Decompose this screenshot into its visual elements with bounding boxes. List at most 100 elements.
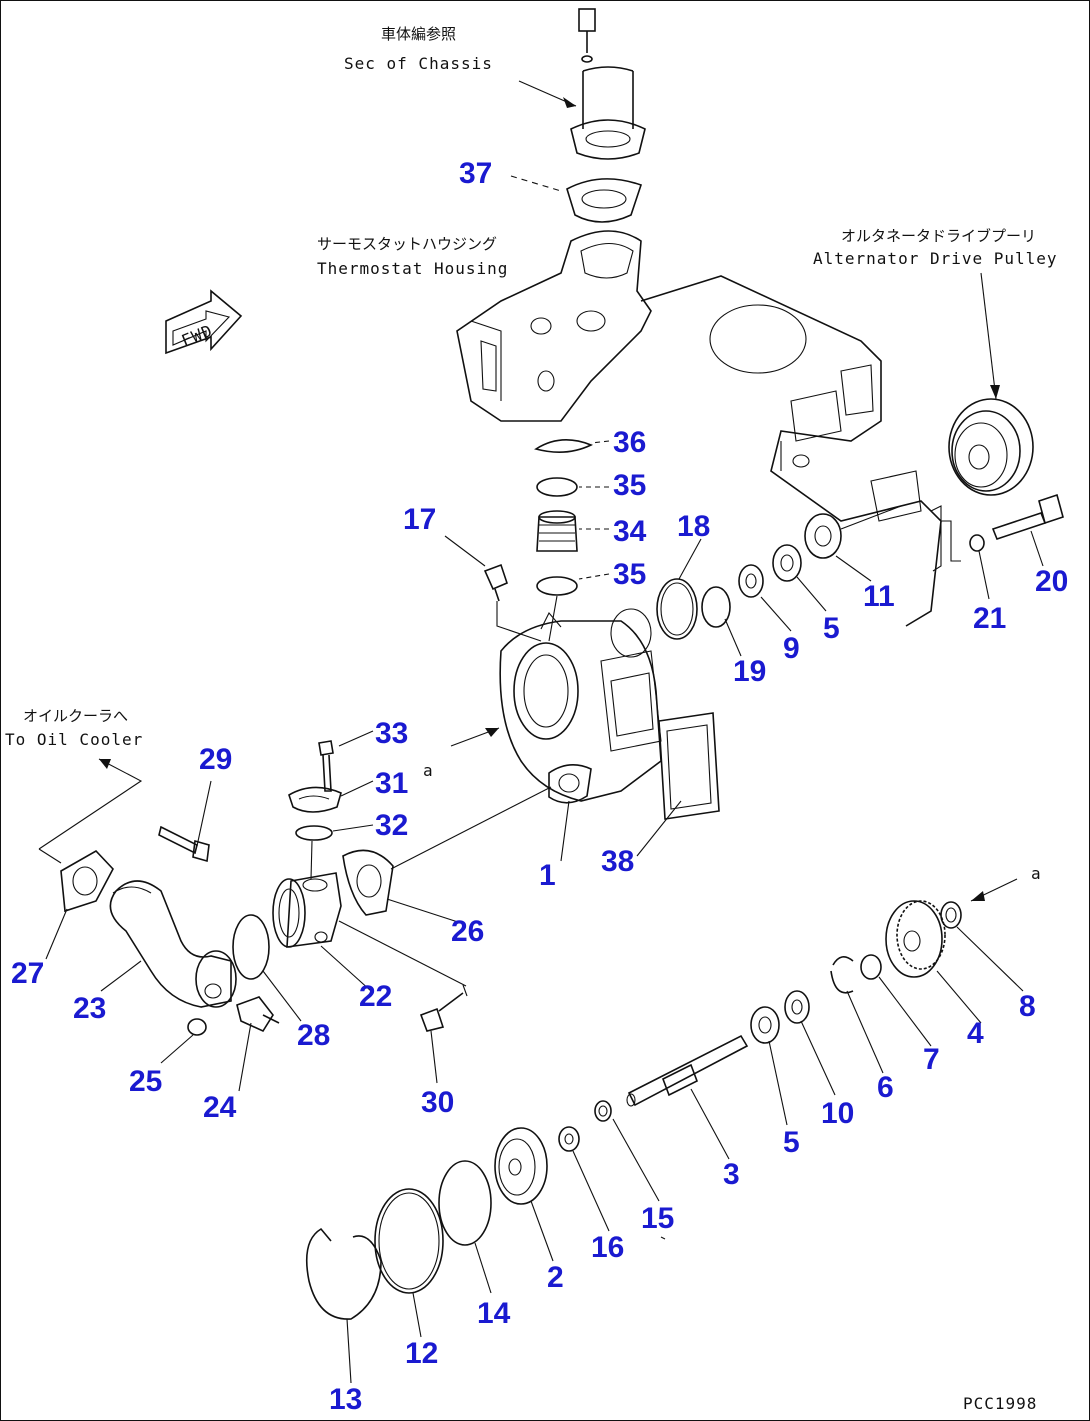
part-number-9: 9 (783, 632, 800, 665)
part-number-28: 28 (297, 1019, 330, 1052)
part-number-20: 20 (1035, 565, 1068, 598)
thermostat-label-en: Thermostat Housing (317, 259, 508, 278)
bolt-33 (318, 740, 334, 792)
gear-4 (885, 900, 946, 978)
o-ring-18 (656, 578, 698, 640)
sensor-17 (483, 563, 508, 602)
part-number-23: 23 (73, 992, 106, 1025)
gasket-37 (566, 178, 643, 223)
gasket-36 (534, 439, 593, 453)
snap-ring-6 (830, 956, 854, 994)
fwd-label: FWD (179, 321, 216, 351)
part-number-26: 26 (451, 915, 484, 948)
part-number-16: 16 (591, 1231, 624, 1264)
thermostat-housing (456, 230, 652, 422)
part-number-8: 8 (1019, 990, 1036, 1023)
part-number-13: 13 (329, 1383, 362, 1416)
part-number-2: 2 (547, 1261, 564, 1294)
elbow-22 (272, 872, 342, 948)
o-ring-12 (374, 1188, 444, 1294)
o-ring-35-upper (536, 477, 578, 497)
plug-25 (187, 1018, 207, 1036)
part-number-10: 10 (821, 1097, 854, 1130)
gasket-26 (342, 849, 394, 916)
part-number-29: 29 (199, 743, 232, 776)
bushing-8 (940, 901, 962, 929)
view-a-label-lower: a (1031, 864, 1042, 883)
part-numbers: 37 36 35 34 35 17 18 19 9 5 11 21 20 33 … (11, 157, 1068, 1416)
sensor-24 (236, 996, 280, 1033)
part-number-35-lower: 35 (613, 558, 646, 591)
part-number-19: 19 (733, 655, 766, 688)
pump-body-1 (499, 608, 662, 804)
oil-cooler-label-jp: オイルクーラへ (23, 707, 128, 725)
fwd-arrow-icon (165, 289, 243, 355)
o-ring-35-lower (536, 576, 578, 596)
part-number-31: 31 (375, 767, 408, 800)
part-number-38: 38 (601, 845, 634, 878)
chassis-label-jp: 車体編参照 (381, 25, 456, 43)
bolt-29 (158, 825, 210, 863)
pipe-23 (109, 880, 237, 1008)
washer-7 (860, 954, 882, 980)
seal-10 (784, 990, 810, 1024)
alternator-label-jp: オルタネータドライブプーリ (841, 227, 1036, 245)
impeller-2 (494, 1127, 548, 1205)
part-number-1: 1 (539, 859, 556, 892)
part-number-11: 11 (863, 580, 895, 613)
snap-ring-13 (305, 1227, 382, 1320)
part-number-30: 30 (421, 1086, 454, 1119)
part-number-25: 25 (129, 1065, 162, 1098)
part-number-24: 24 (203, 1091, 237, 1124)
bushing-9 (738, 564, 764, 598)
bolt-30 (419, 992, 464, 1032)
part-number-5-lower: 5 (783, 1126, 800, 1159)
engine-block (640, 275, 942, 627)
part-number-34: 34 (613, 515, 647, 548)
part-number-15: 15 (641, 1202, 674, 1235)
o-ring-14 (438, 1160, 492, 1246)
part-number-37: 37 (459, 157, 492, 190)
part-number-27: 27 (11, 957, 44, 990)
view-a-label: a (423, 761, 434, 780)
o-ring-19 (701, 586, 731, 628)
o-ring-32 (295, 825, 333, 841)
oil-cooler-label-en: To Oil Cooler (5, 730, 143, 749)
cap-31 (288, 786, 342, 813)
seal-16 (558, 1126, 580, 1152)
o-ring-28 (232, 914, 270, 980)
leader-lines (45, 440, 1044, 1384)
part-number-32: 32 (375, 809, 408, 842)
part-number-14: 14 (477, 1297, 511, 1330)
drawing-code: PCC1998 (963, 1394, 1037, 1413)
part-number-22: 22 (359, 980, 392, 1013)
chassis-pipe (570, 8, 646, 160)
part-number-3: 3 (723, 1158, 740, 1191)
gasket-38 (658, 712, 720, 820)
bearing-5-upper (772, 544, 802, 582)
alternator-pulley (948, 398, 1034, 496)
part-number-17: 17 (403, 503, 436, 536)
bolt-20 (991, 493, 1064, 540)
part-number-18: 18 (677, 510, 710, 543)
part-number-7: 7 (923, 1043, 940, 1076)
part-number-21: 21 (973, 602, 1006, 635)
part-number-5-upper: 5 (823, 612, 840, 645)
seal-15 (594, 1100, 612, 1122)
part-number-35-upper: 35 (613, 469, 646, 502)
alternator-label-en: Alternator Drive Pulley (813, 249, 1058, 268)
seal-11 (804, 513, 842, 559)
part-number-12: 12 (405, 1337, 438, 1370)
part-number-6: 6 (877, 1071, 894, 1104)
part-number-4: 4 (967, 1017, 984, 1050)
part-number-36: 36 (613, 426, 646, 459)
part-number-33: 33 (375, 717, 408, 750)
thermostat-label-jp: サーモスタットハウジング (317, 235, 497, 253)
chassis-label-en: Sec of Chassis (344, 54, 493, 73)
bearing-5-lower (750, 1006, 780, 1044)
shaft-3 (626, 1034, 749, 1107)
thermostat-34 (536, 510, 578, 552)
flange-27 (60, 849, 114, 913)
